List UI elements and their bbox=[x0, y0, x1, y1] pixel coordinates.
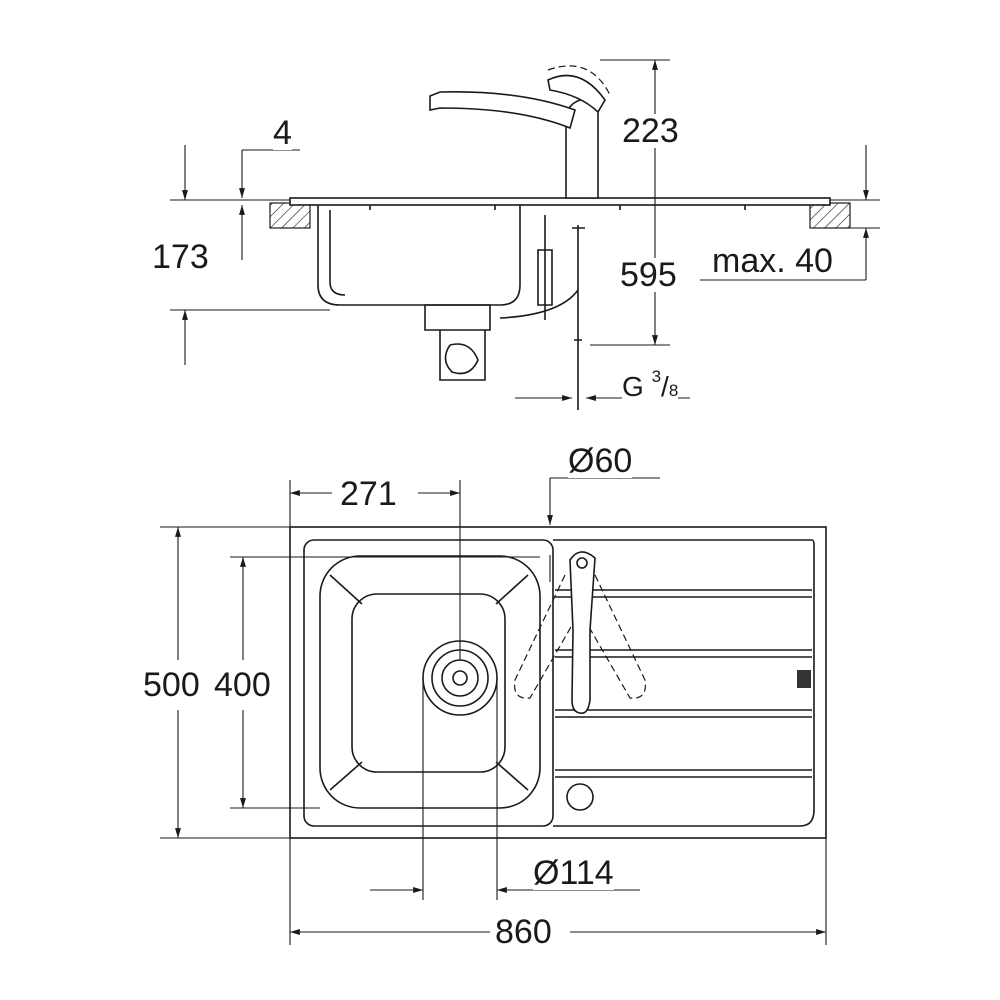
drainboard bbox=[553, 539, 815, 827]
connection-thread: G 3/8 bbox=[622, 367, 679, 402]
overflow bbox=[797, 670, 811, 688]
dim-countertop-thickness: 4 bbox=[273, 114, 292, 152]
thread-denominator: 8 bbox=[668, 381, 679, 400]
supply-hose bbox=[572, 225, 585, 410]
dim-under-depth: 595 bbox=[620, 256, 677, 294]
bowl-outer bbox=[319, 555, 541, 809]
dim-tap-hole: Ø60 bbox=[568, 442, 633, 480]
tap-hole-cover bbox=[566, 783, 594, 811]
dim-bowl-center: 271 bbox=[340, 475, 397, 513]
dim-drain: Ø114 bbox=[533, 854, 614, 892]
countertop-hatch-left bbox=[269, 202, 311, 229]
hose-left bbox=[537, 215, 553, 320]
faucet-lever bbox=[547, 74, 606, 114]
countertop-hatch-right bbox=[809, 202, 851, 229]
thread-prefix: G bbox=[622, 371, 644, 402]
drain-trap bbox=[424, 289, 579, 381]
dim-bowl-depth-side: 173 bbox=[152, 238, 209, 276]
sink-rim bbox=[289, 197, 831, 206]
dim-max-countertop: max. 40 bbox=[712, 242, 833, 280]
bowl-rim bbox=[303, 539, 554, 827]
dim-total-depth: 500 bbox=[143, 666, 200, 704]
dim-bowl-depth: 400 bbox=[214, 666, 271, 704]
sink-outline bbox=[289, 526, 827, 839]
drainboard-grooves bbox=[555, 589, 812, 778]
thread-numerator: 3 bbox=[651, 367, 662, 386]
dim-total-width: 860 bbox=[495, 913, 552, 951]
bowl-inner bbox=[351, 593, 506, 773]
plan-view bbox=[160, 477, 827, 945]
dim-faucet-height: 223 bbox=[622, 112, 679, 150]
side-view bbox=[170, 59, 880, 410]
sink-bowl-section bbox=[317, 205, 521, 306]
faucet-spout bbox=[429, 91, 576, 130]
faucet-top bbox=[569, 551, 596, 715]
